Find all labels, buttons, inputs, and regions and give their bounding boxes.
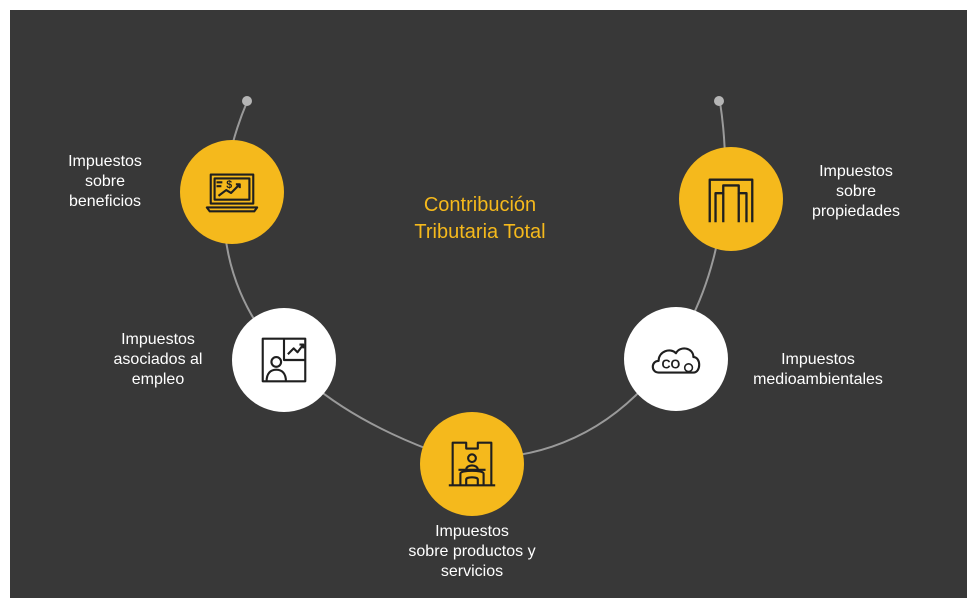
center-title: Contribución Tributaria Total (370, 192, 590, 246)
label-impuestos-medioambientales: Impuestos medioambientales (753, 351, 883, 388)
node-impuestos-empleo (232, 308, 336, 412)
node-impuestos-beneficios: $ (180, 140, 284, 244)
building-icon (708, 178, 754, 223)
co2-cloud-icon: CO (651, 347, 701, 374)
svg-text:CO: CO (662, 358, 681, 372)
label-impuestos-productos: Impuestos sobre productos y servicios (408, 523, 536, 580)
label-impuestos-beneficios: Impuestos sobre beneficios (68, 153, 142, 210)
node-impuestos-medioambientales: CO (624, 307, 728, 411)
center-title-line1: Contribución (423, 194, 537, 216)
svg-text:$: $ (226, 179, 232, 191)
laptop-dollar-chart-icon: $ (205, 173, 259, 213)
label-impuestos-propiedades: Impuestos sobre propiedades (811, 163, 901, 220)
diagram-canvas: Contribución Tributaria Total $ Impuesto… (10, 10, 967, 598)
shop-counter-icon (448, 441, 496, 487)
arc-endpoint-left (242, 96, 252, 106)
label-impuestos-empleo: Impuestos asociados al empleo (113, 331, 203, 388)
node-impuestos-propiedades (679, 147, 783, 251)
arc-endpoint-right (714, 96, 724, 106)
person-presentation-icon (261, 337, 307, 383)
node-impuestos-productos (420, 412, 524, 516)
center-title-line2: Tributaria Total (414, 221, 546, 243)
